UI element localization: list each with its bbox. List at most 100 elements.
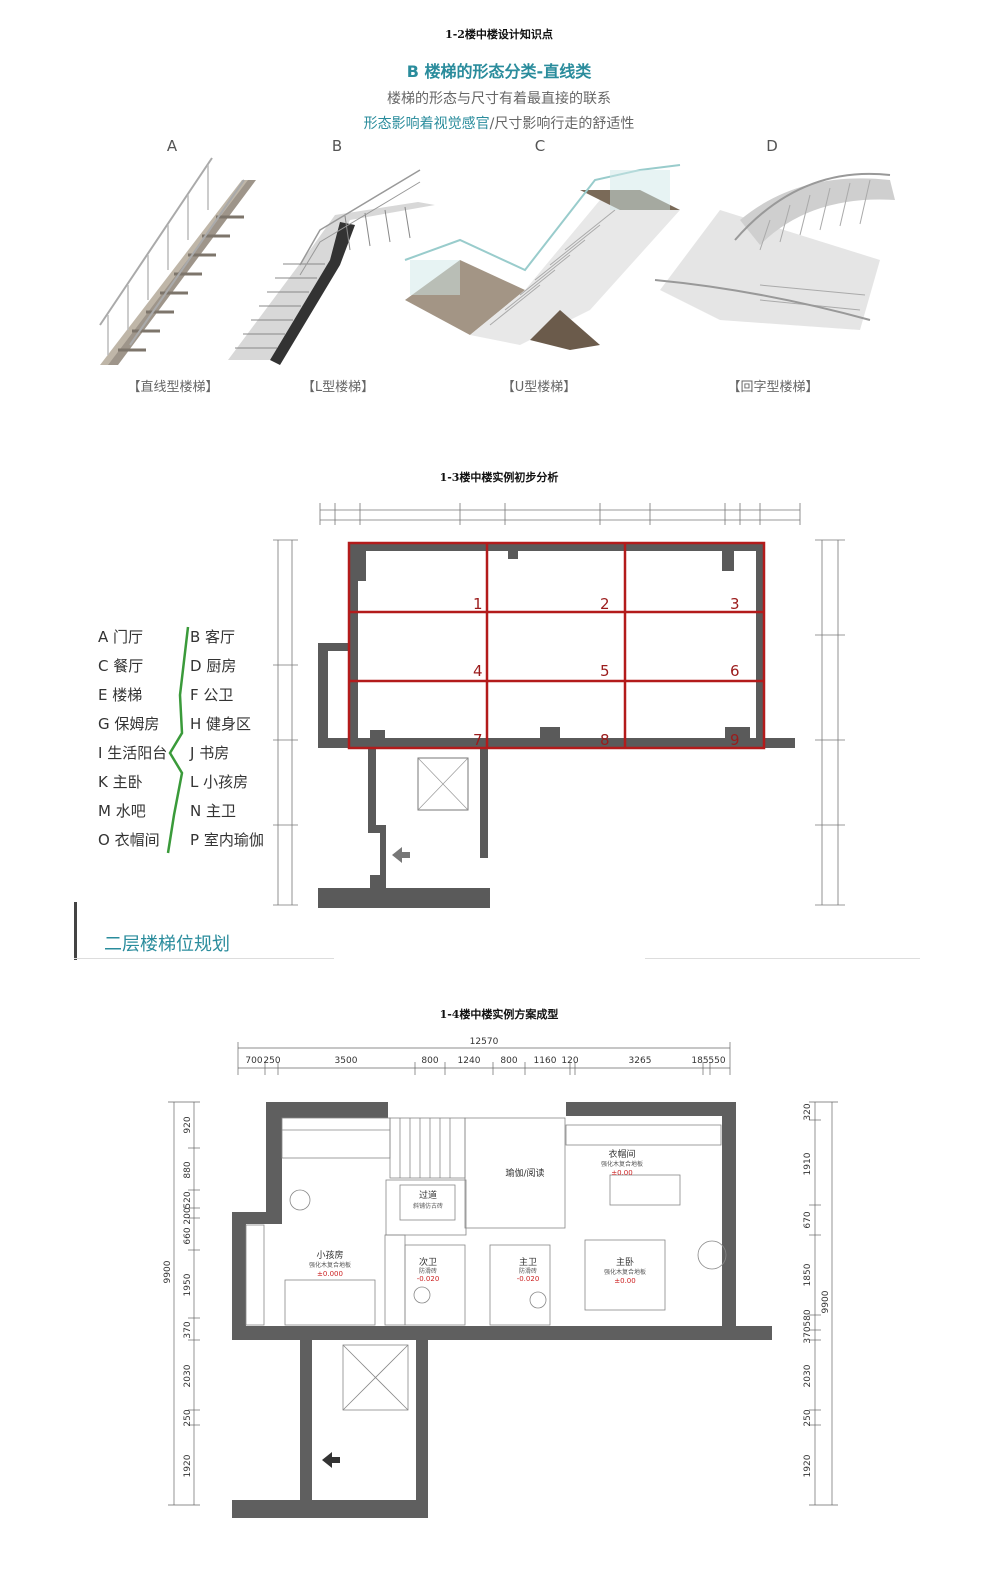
legend-item: B 客厅 (190, 628, 236, 646)
straight-stair-image (99, 157, 256, 365)
dim-left: 370 (183, 1321, 193, 1338)
l-type-stair-image (228, 169, 435, 365)
dim-top: 1160 (534, 1056, 557, 1066)
dim-top: 185 (691, 1056, 708, 1066)
dim-right: 1910 (803, 1152, 813, 1175)
room-bath1-floor: 防滑砖 (519, 1267, 537, 1275)
analysis-red-grid (347, 541, 766, 750)
stair-illustrations (99, 157, 895, 365)
u-type-stair-image (404, 164, 681, 350)
legend-item: F 公卫 (190, 686, 234, 704)
dim-left: 1950 (183, 1273, 193, 1296)
stairs-line2: 形态影响着视觉感官/尺寸影响行走的舒适性 (0, 113, 998, 133)
legend-divider-line (166, 626, 190, 854)
legend-item: A 门厅 (98, 628, 144, 646)
dim-left: 1920 (183, 1454, 193, 1477)
dim-right: 580 (803, 1309, 813, 1326)
legend-item: D 厨房 (190, 657, 237, 675)
section3-title: 1-4楼中楼实例方案成型 (439, 1008, 559, 1021)
dim-top: 700 (245, 1056, 262, 1066)
dim-left: 200 (183, 1207, 193, 1224)
grid-cell-number: 1 (473, 595, 483, 613)
caption-accent-bar (74, 902, 77, 960)
floor-plan-final: 12570 700 250 3500 800 1240 800 1160 120… (163, 1037, 838, 1518)
dim-top: 3265 (629, 1056, 652, 1066)
dim-left: 920 (183, 1116, 193, 1133)
legend-item: H 健身区 (190, 715, 252, 733)
room-yoga: 瑜伽/阅读 (505, 1167, 544, 1179)
dim-right: 250 (803, 1409, 813, 1426)
dim-top: 550 (708, 1056, 725, 1066)
room-closet-level: ±0.00 (611, 1169, 632, 1177)
dim-right-total: 9900 (821, 1290, 831, 1313)
dim-top: 800 (421, 1056, 438, 1066)
room-kid-level: ±0.000 (317, 1270, 343, 1278)
dim-left: 2030 (183, 1364, 193, 1387)
dim-left: 250 (183, 1409, 193, 1426)
grid-cell-number: 4 (473, 662, 483, 680)
dim-left: 520 (183, 1191, 193, 1208)
legend-left-column: A 门厅 C 餐厅 E 楼梯 G 保姆房 I 生活阳台 K 主卧 M 水吧 O … (98, 626, 188, 858)
room-bath2-level: -0.020 (417, 1275, 440, 1283)
dim-right: 670 (803, 1211, 813, 1228)
dim-right: 1920 (803, 1454, 813, 1477)
room-corridor-floor: 斜铺仿古砖 (413, 1202, 443, 1210)
room-master-floor: 强化木复合地板 (604, 1268, 646, 1276)
dim-right: 370 (803, 1326, 813, 1343)
grid-cell-number: 3 (730, 595, 740, 613)
dim-top: 120 (561, 1056, 578, 1066)
grid-cell-number: 5 (600, 662, 610, 680)
stair-letter-c: C (534, 137, 546, 155)
legend-item: M 水吧 (98, 802, 146, 820)
stairs-line2-emphasis: 形态影响着视觉感官 (363, 116, 490, 132)
stair-caption-b: 【L型楼梯】 (301, 380, 375, 395)
legend-item: N 主卫 (190, 802, 236, 820)
legend-item: P 室内瑜伽 (190, 831, 264, 849)
grid-cell-number: 9 (730, 731, 740, 749)
dim-top: 1240 (458, 1056, 481, 1066)
legend-item: K 主卧 (98, 773, 143, 791)
room-closet: 衣帽间 (608, 1148, 635, 1160)
stair-letter-a: A (166, 137, 178, 155)
stairs-line2-rest: /尺寸影响行走的舒适性 (489, 116, 635, 132)
room-master-level: ±0.00 (614, 1277, 635, 1285)
dim-left: 660 (183, 1227, 193, 1244)
return-stair-image (654, 172, 895, 330)
dim-right: 2030 (803, 1364, 813, 1387)
grid-cell-number: 6 (730, 662, 740, 680)
dim-top: 800 (500, 1056, 517, 1066)
room-master: 主卧 (616, 1256, 634, 1268)
legend-item: C 餐厅 (98, 657, 144, 675)
room-bath1: 主卫 (519, 1256, 537, 1268)
dim-top: 3500 (335, 1056, 358, 1066)
stairs-heading: B 楼梯的形态分类-直线类 (406, 62, 592, 81)
stair-plan-caption: 二层楼梯位规划 (104, 934, 230, 955)
room-closet-floor: 强化木复合地板 (601, 1160, 643, 1168)
dim-left: 880 (183, 1161, 193, 1178)
dim-top-total: 12570 (470, 1037, 499, 1047)
caption-underline-right (645, 958, 920, 959)
legend-item: O 衣帽间 (98, 831, 160, 849)
stair-caption-a: 【直线型楼梯】 (127, 380, 219, 395)
legend-item: G 保姆房 (98, 715, 160, 733)
dim-right: 320 (803, 1103, 813, 1120)
stair-caption-d: 【回字型楼梯】 (727, 380, 819, 395)
floor-plan-analysis: 1 2 3 4 5 6 7 8 9 (273, 503, 845, 908)
legend-item: J 书房 (190, 744, 230, 762)
dim-right: 1850 (803, 1263, 813, 1286)
legend-item: L 小孩房 (190, 773, 249, 791)
legend-item: I 生活阳台 (98, 744, 168, 762)
room-bath2-floor: 防滑砖 (419, 1267, 437, 1275)
grid-cell-number: 7 (473, 731, 483, 749)
legend-right-column: B 客厅 D 厨房 F 公卫 H 健身区 J 书房 L 小孩房 N 主卫 P 室… (190, 626, 280, 858)
stair-letter-b: B (331, 137, 343, 155)
section2-title: 1-3楼中楼实例初步分析 (439, 471, 559, 484)
section1-title: 1-2楼中楼设计知识点 (445, 28, 553, 41)
stair-caption-c: 【U型楼梯】 (501, 380, 577, 395)
grid-cell-number: 2 (600, 595, 610, 613)
room-kid: 小孩房 (316, 1249, 343, 1261)
caption-underline (74, 958, 334, 959)
stair-letter-d: D (766, 137, 778, 155)
dim-left-total: 9900 (163, 1260, 173, 1283)
grid-cell-number: 8 (600, 731, 610, 749)
